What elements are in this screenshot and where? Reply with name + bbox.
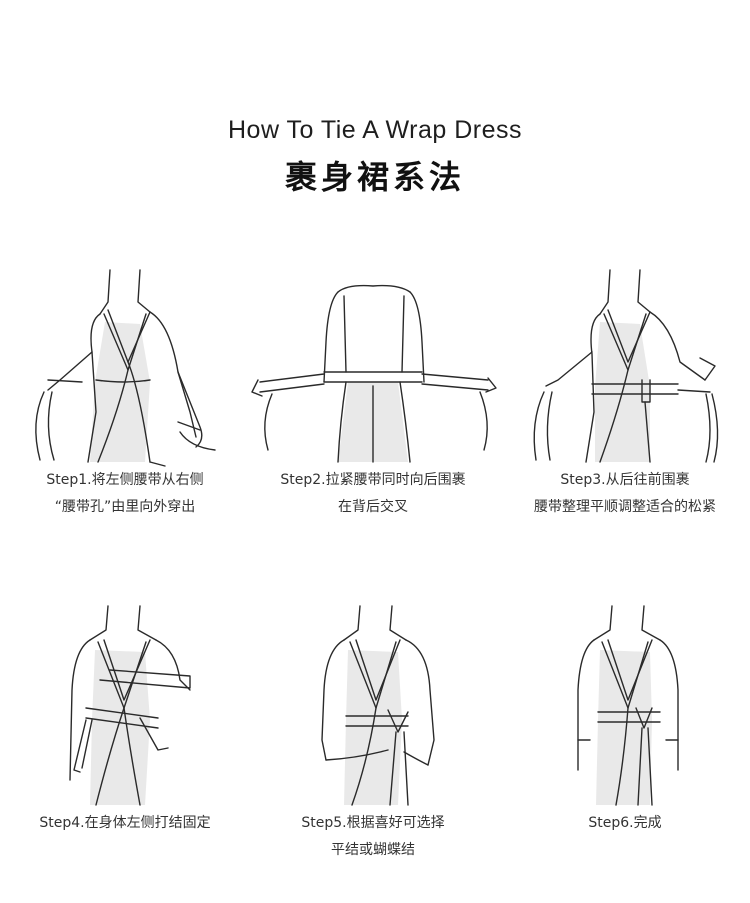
step2-caption-line2: 在背后交叉: [338, 499, 408, 515]
step4-caption-line1: Step4.在身体左侧打结固定: [39, 815, 211, 831]
step3-caption-line1: Step3.从后往前围裹: [560, 472, 690, 488]
step2-illustration: [251, 284, 497, 463]
step5-illustration: [321, 605, 435, 806]
step6-caption: Step6.完成: [500, 810, 750, 837]
step-6: Step6.完成: [500, 600, 750, 837]
step6-illustration: [577, 605, 679, 806]
step1-caption: Step1.将左侧腰带从右侧 “腰带孔”由里向外穿出: [0, 467, 250, 521]
step-4: Step4.在身体左侧打结固定: [0, 600, 250, 837]
step-3: Step3.从后往前围裹 腰带整理平顺调整适合的松紧: [500, 262, 750, 521]
step1-caption-line2: “腰带孔”由里向外穿出: [54, 499, 196, 515]
step3-caption: Step3.从后往前围裹 腰带整理平顺调整适合的松紧: [500, 467, 750, 521]
step5-caption-line2: 平结或蝴蝶结: [331, 842, 415, 858]
step5-caption: Step5.根据喜好可选择 平结或蝴蝶结: [248, 810, 498, 864]
step4-caption: Step4.在身体左侧打结固定: [0, 810, 250, 837]
page-title-cn: 裹身裙系法: [284, 158, 465, 196]
step1-caption-line1: Step1.将左侧腰带从右侧: [46, 472, 204, 488]
step-2: Step2.拉紧腰带同时向后围裹 在背后交叉: [248, 262, 498, 521]
step6-caption-line1: Step6.完成: [588, 815, 662, 831]
step4-illustration: [69, 605, 191, 806]
step2-caption: Step2.拉紧腰带同时向后围裹 在背后交叉: [248, 467, 498, 521]
step2-caption-line1: Step2.拉紧腰带同时向后围裹: [280, 472, 466, 488]
step3-illustration: [533, 269, 719, 463]
step5-caption-line1: Step5.根据喜好可选择: [301, 815, 445, 831]
step-5: Step5.根据喜好可选择 平结或蝴蝶结: [248, 600, 498, 864]
step3-caption-line2: 腰带整理平顺调整适合的松紧: [534, 499, 716, 515]
step-1: Step1.将左侧腰带从右侧 “腰带孔”由里向外穿出: [0, 262, 250, 521]
step1-illustration: [35, 269, 216, 467]
page-title-en: How To Tie A Wrap Dress: [227, 116, 523, 144]
